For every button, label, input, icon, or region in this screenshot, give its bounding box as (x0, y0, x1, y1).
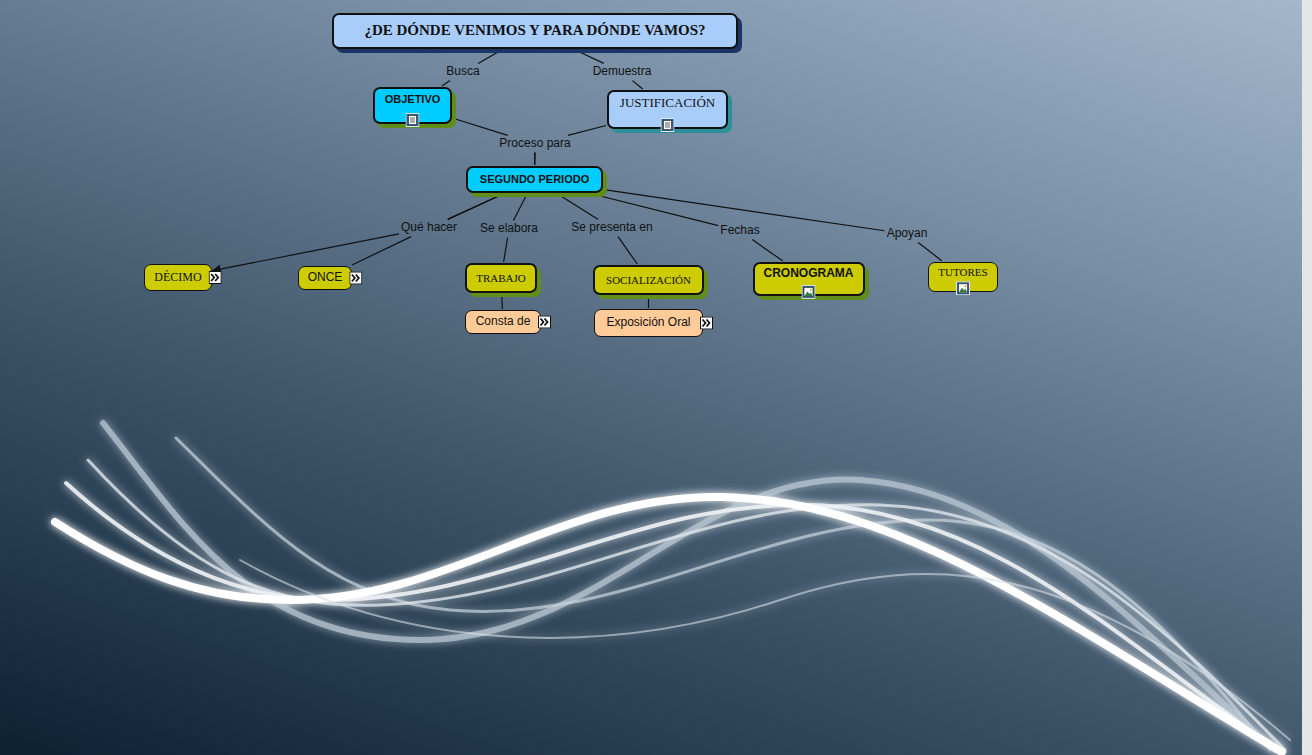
document-icon (406, 114, 419, 127)
link-phrase: Demuestra (593, 65, 652, 78)
concept-box: SOCIALIZACIÓN (593, 265, 704, 295)
wave-line (88, 460, 1285, 750)
link-phrase: Se elabora (480, 222, 538, 235)
concept-label: Consta de (476, 315, 531, 329)
submap-icon (539, 316, 551, 328)
submap-icon (350, 272, 362, 284)
wave-line (240, 560, 1290, 740)
concept-label: OBJETIVO (385, 93, 441, 106)
concept-label: TRABAJO (476, 272, 526, 285)
wave-line (66, 483, 1280, 752)
wave-line (103, 423, 1275, 750)
submap-icon (209, 272, 221, 284)
title-box: ¿DE DÓNDE VENIMOS Y PARA DÓNDE VAMOS? (332, 13, 738, 49)
concept-label: SEGUNDO PERIODO (480, 173, 589, 186)
map-title: ¿DE DÓNDE VENIMOS Y PARA DÓNDE VAMOS? (364, 22, 705, 39)
link-line (501, 294, 503, 309)
image-icon (802, 285, 815, 298)
submap-icon (701, 317, 713, 329)
link-phrase: Fechas (720, 224, 759, 237)
concept-box: DÉCIMO (144, 264, 211, 291)
link-phrase: Qué hacer (401, 221, 457, 234)
concept-label: CRONOGRAMA (764, 267, 854, 281)
concept-box: CRONOGRAMA (753, 262, 865, 296)
concept-box: ONCE (298, 266, 353, 290)
scrollbar-panel (1302, 0, 1312, 755)
concept-box: TUTORES (928, 262, 997, 293)
link-line (213, 194, 503, 271)
document-icon (661, 119, 674, 132)
concept-label: ONCE (308, 271, 343, 285)
wave-line (55, 497, 1282, 752)
concept-box: OBJETIVO (373, 87, 452, 124)
link-phrase: Busca (446, 65, 479, 78)
concept-label: TUTORES (938, 266, 987, 279)
concept-label: SOCIALIZACIÓN (606, 274, 691, 287)
concept-label: Exposición Oral (606, 316, 690, 330)
link-line (648, 296, 649, 308)
concept-box: TRABAJO (465, 263, 537, 293)
image-icon (957, 282, 970, 295)
link-phrase: Proceso para (499, 137, 570, 150)
concept-box: JUSTIFICACIÓN (607, 90, 728, 129)
concept-box: Consta de (465, 310, 541, 334)
concept-box: Exposición Oral (594, 309, 703, 337)
link-phrase: Se presenta en (571, 221, 652, 234)
concept-label: DÉCIMO (154, 271, 201, 285)
link-line (604, 190, 942, 261)
concept-label: JUSTIFICACIÓN (620, 96, 715, 111)
link-line (442, 50, 502, 86)
link-phrase: Apoyan (887, 227, 928, 240)
concept-box: SEGUNDO PERIODO (466, 166, 603, 193)
